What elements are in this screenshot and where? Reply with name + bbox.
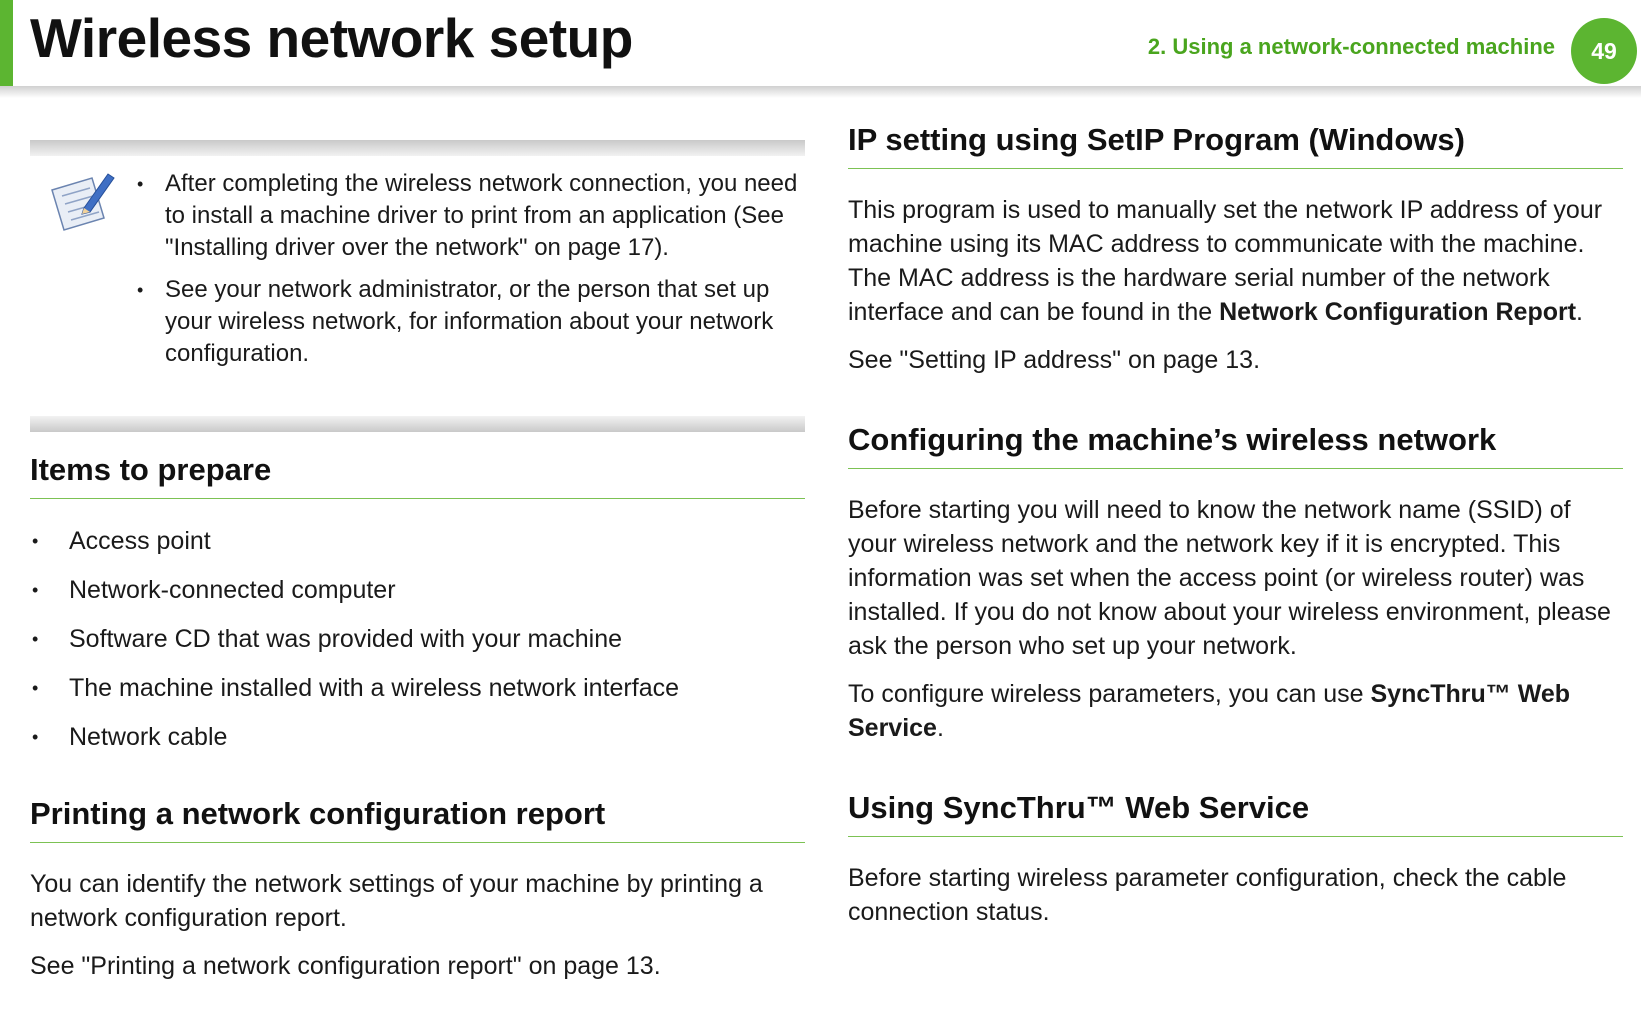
list-item: Network-connected computer [30, 574, 805, 606]
page-number-badge: 49 [1571, 18, 1637, 84]
setip-paragraph: This program is used to manually set the… [848, 193, 1623, 329]
note-pencil-icon [48, 168, 118, 232]
items-list: Access point Network-connected computer … [30, 525, 805, 753]
print-report-reference: See "Printing a network configuration re… [30, 952, 661, 980]
note-box: After completing the wireless network co… [30, 140, 805, 432]
setip-text: This program is used to manually set the… [848, 196, 1603, 326]
configuring-text: To configure wireless parameters, you ca… [848, 680, 1371, 708]
configuring-heading: Configuring the machine’s wireless netwo… [848, 422, 1623, 469]
print-report-paragraph: You can identify the network settings of… [30, 870, 763, 932]
note-bottom-bar [30, 416, 805, 432]
page-title: Wireless network setup [30, 7, 633, 69]
syncthru-paragraph: Before starting wireless parameter confi… [848, 864, 1567, 926]
configuring-section: Configuring the machine’s wireless netwo… [848, 422, 1623, 745]
list-item: The machine installed with a wireless ne… [30, 672, 805, 704]
items-to-prepare-section: Items to prepare Access point Network-co… [30, 452, 805, 770]
items-to-prepare-heading: Items to prepare [30, 452, 805, 499]
setip-end: . [1576, 298, 1583, 326]
list-item: Software CD that was provided with your … [30, 623, 805, 655]
note-item: After completing the wireless network co… [135, 168, 805, 264]
configuring-paragraph: Before starting you will need to know th… [848, 496, 1611, 660]
note-item: See your network administrator, or the p… [135, 274, 805, 370]
configuring-end: . [936, 714, 944, 742]
note-top-bar [30, 140, 805, 156]
syncthru-section: Using SyncThru™ Web Service Before start… [848, 790, 1623, 929]
setip-section: IP setting using SetIP Program (Windows)… [848, 122, 1623, 377]
syncthru-heading: Using SyncThru™ Web Service [848, 790, 1623, 837]
note-list: After completing the wireless network co… [135, 168, 805, 380]
chapter-label: 2. Using a network-connected machine [1147, 34, 1555, 59]
setip-reference: See "Setting IP address" on page 13. [848, 346, 1261, 374]
list-item: Network cable [30, 721, 805, 753]
setip-heading: IP setting using SetIP Program (Windows) [848, 122, 1623, 169]
print-report-heading: Printing a network configuration report [30, 796, 805, 843]
page-header: Wireless network setup 2. Using a networ… [0, 0, 1641, 100]
list-item: Access point [30, 525, 805, 557]
header-divider [0, 86, 1641, 98]
configuring-syncthru-paragraph: To configure wireless parameters, you ca… [848, 677, 1623, 745]
syncthru-term: SyncThru™ Web Service [848, 680, 1571, 742]
green-edge-bar [0, 0, 13, 95]
print-report-section: Printing a network configuration report … [30, 796, 805, 983]
network-config-report-term: Network Configuration Report [1219, 298, 1577, 326]
